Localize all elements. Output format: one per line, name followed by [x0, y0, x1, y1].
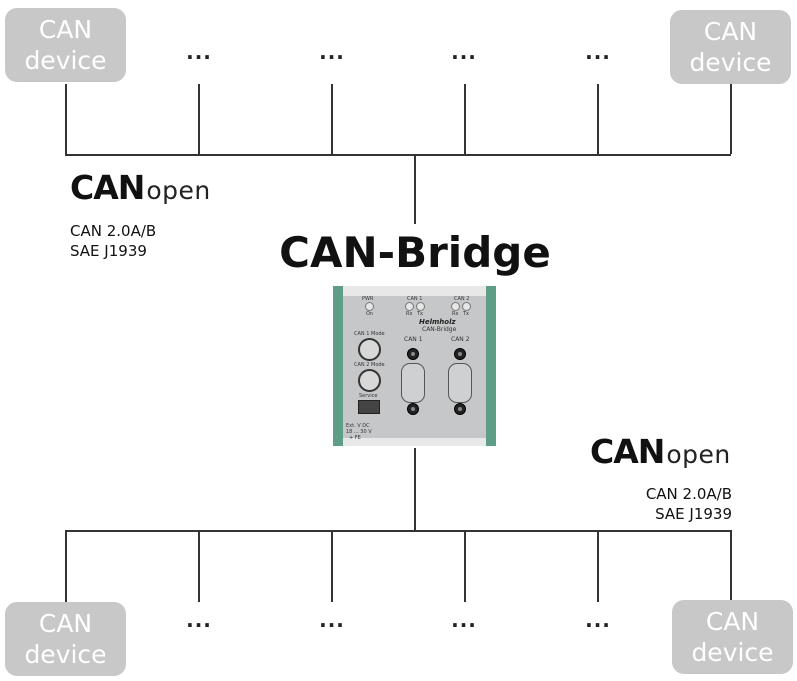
- bottom-drop-6: [730, 530, 732, 602]
- led-pwr: [365, 302, 374, 311]
- bottom-drop-3: [331, 530, 333, 602]
- led-group-pwr-label: PWR: [362, 296, 374, 302]
- bottom-ellipsis-2: ...: [319, 608, 345, 632]
- canopen-logo-bottom: CAN open: [590, 432, 731, 471]
- canopen-logo-can: CAN: [590, 432, 665, 471]
- top-can-device-left: CAN device: [5, 8, 126, 82]
- bottom-bus-line: [65, 530, 731, 532]
- device-label-line2: device: [24, 46, 107, 75]
- can1-mode-label: CAN 1 Mode: [354, 331, 385, 337]
- module-bottom-strip: [343, 438, 486, 446]
- diagram-title: CAN-Bridge: [279, 228, 551, 277]
- can2-screw-top: [454, 348, 466, 360]
- module-product-name: CAN-Bridge: [422, 326, 457, 333]
- device-label-line2: device: [691, 638, 774, 667]
- top-drop-4: [464, 84, 466, 154]
- bottom-bridge-connector: [414, 448, 416, 530]
- top-drop-2: [198, 84, 200, 154]
- bottom-can-device-right: CAN device: [672, 600, 793, 674]
- bottom-ellipsis-1: ...: [186, 608, 212, 632]
- led-can1-rx-label: Rx: [406, 311, 413, 317]
- canopen-logo-can: CAN: [70, 168, 145, 207]
- led-pwr-on-label: On: [366, 311, 374, 317]
- top-bridge-connector: [414, 154, 416, 224]
- protocol-can20: CAN 2.0A/B: [645, 485, 732, 503]
- top-can-device-right: CAN device: [670, 10, 791, 84]
- power-label-1: Ext. V DC: [346, 423, 370, 429]
- service-label: Service: [359, 393, 378, 399]
- can1-screw-top: [407, 348, 419, 360]
- top-bus-line: [65, 154, 731, 156]
- bottom-can-device-left: CAN device: [5, 602, 126, 676]
- device-label-line1: CAN: [38, 609, 93, 638]
- module-top-strip: [343, 286, 486, 296]
- device-label-line1: CAN: [705, 607, 760, 636]
- device-label-line1: CAN: [38, 15, 93, 44]
- can-bridge-module: PWR CAN 1 CAN 2 On Rx Tx Rx Tx Helmholz …: [333, 286, 496, 446]
- device-label-line2: device: [24, 640, 107, 669]
- led-can1-tx: [416, 302, 425, 311]
- top-ellipsis-4: ...: [585, 40, 611, 64]
- protocol-j1939: SAE J1939: [70, 242, 147, 260]
- can1-dsub-connector: [401, 363, 425, 403]
- bottom-ellipsis-3: ...: [451, 608, 477, 632]
- power-label-2: 18 ... 30 V: [346, 429, 372, 435]
- can1-mode-switch: [358, 338, 381, 361]
- top-drop-3: [331, 84, 333, 154]
- top-drop-1: [65, 84, 67, 154]
- can1-port-label: CAN 1: [404, 336, 423, 343]
- led-can2-tx-label: Tx: [463, 311, 470, 317]
- led-can2-tx: [462, 302, 471, 311]
- can2-dsub-connector: [448, 363, 472, 403]
- can2-port-label: CAN 2: [451, 336, 470, 343]
- bottom-drop-2: [198, 530, 200, 602]
- service-port: [358, 400, 380, 414]
- can1-screw-bottom: [407, 403, 419, 415]
- top-ellipsis-1: ...: [186, 40, 212, 64]
- device-label-line2: device: [689, 48, 772, 77]
- led-can2-rx: [451, 302, 460, 311]
- protocol-can20: CAN 2.0A/B: [70, 222, 157, 240]
- canopen-logo-open: open: [666, 440, 731, 469]
- device-label-line1: CAN: [703, 17, 758, 46]
- led-can1-rx: [405, 302, 414, 311]
- can2-screw-bottom: [454, 403, 466, 415]
- led-can1-tx-label: Tx: [417, 311, 424, 317]
- top-ellipsis-2: ...: [319, 40, 345, 64]
- module-right-rail: [486, 286, 496, 446]
- bottom-protocol-list: CAN 2.0A/B SAE J1939: [620, 484, 732, 524]
- bottom-ellipsis-4: ...: [585, 608, 611, 632]
- canopen-logo-open: open: [146, 176, 211, 205]
- module-left-rail: [333, 286, 343, 446]
- top-drop-6: [730, 84, 732, 154]
- power-label-3: + FE: [349, 435, 361, 441]
- led-can2-rx-label: Rx: [452, 311, 459, 317]
- bottom-drop-1: [65, 530, 67, 602]
- led-group-can1-label: CAN 1: [407, 296, 423, 302]
- bottom-drop-4: [464, 530, 466, 602]
- can2-mode-label: CAN 2 Mode: [354, 362, 385, 368]
- top-drop-5: [597, 84, 599, 154]
- can2-mode-switch: [358, 369, 381, 392]
- top-ellipsis-3: ...: [451, 40, 477, 64]
- protocol-j1939: SAE J1939: [655, 505, 732, 523]
- canopen-logo-top: CAN open: [70, 168, 211, 207]
- module-brand: Helmholz: [419, 318, 456, 326]
- bottom-drop-5: [597, 530, 599, 602]
- top-protocol-list: CAN 2.0A/B SAE J1939: [70, 221, 156, 261]
- led-group-can2-label: CAN 2: [454, 296, 470, 302]
